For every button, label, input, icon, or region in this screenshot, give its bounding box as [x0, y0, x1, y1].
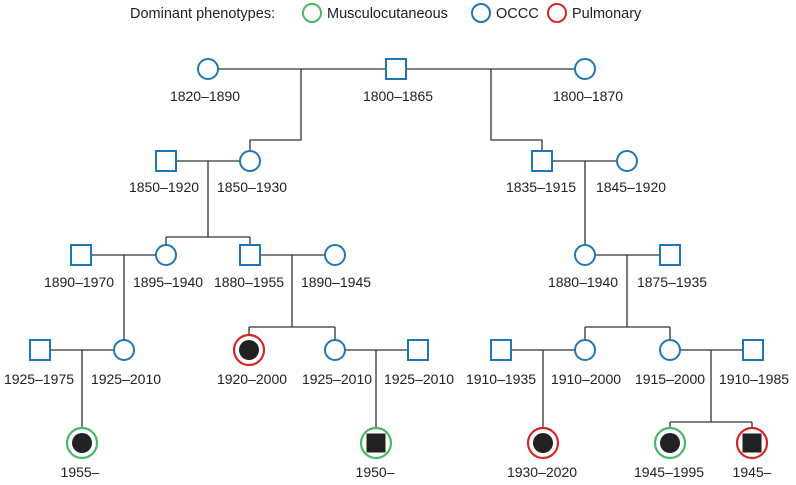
individual-g4b	[113, 339, 135, 361]
legend-label-pulmonary: Pulmonary	[572, 6, 642, 22]
dates-label: 1925–2010	[384, 371, 454, 387]
dates-label: 1930–2020	[507, 464, 577, 480]
dates-label: 1895–1940	[133, 274, 203, 290]
dates-label: 1925–2010	[91, 371, 161, 387]
dates-label: 1850–1930	[217, 179, 287, 195]
female-symbol	[616, 150, 638, 172]
individual-g3d	[324, 244, 346, 266]
individual-g3e	[574, 244, 596, 266]
male-symbol	[659, 244, 681, 266]
dates-label: 1910–1935	[466, 371, 536, 387]
individual-g4g	[574, 339, 596, 361]
legend: Dominant phenotypes: Musculocutaneous OC…	[130, 3, 642, 23]
male-symbol	[490, 339, 512, 361]
dates-label: 1875–1935	[637, 274, 707, 290]
affected-female-symbol	[660, 433, 680, 453]
individual-g1b	[385, 58, 407, 80]
pedigree-individuals	[29, 58, 769, 460]
individual-g3a	[70, 244, 92, 266]
male-symbol	[385, 58, 407, 80]
affected-female-symbol	[533, 433, 553, 453]
legend-title: Dominant phenotypes:	[130, 6, 275, 22]
individual-g2b	[239, 150, 261, 172]
legend-swatch-musculocutaneous	[302, 3, 322, 23]
affected-female-symbol	[72, 433, 92, 453]
dates-label: 1800–1865	[363, 88, 433, 104]
dates-label: 1890–1970	[44, 274, 114, 290]
affected-male-symbol	[742, 433, 762, 453]
dates-label: 1890–1945	[301, 274, 371, 290]
individual-g1a	[197, 58, 219, 80]
female-symbol	[659, 339, 681, 361]
individual-g4d	[324, 339, 346, 361]
legend-swatch-pulmonary	[547, 3, 567, 23]
dates-label: 1880–1955	[214, 274, 284, 290]
female-symbol	[324, 339, 346, 361]
dates-label: 1925–1975	[4, 371, 74, 387]
individual-g2a	[155, 150, 177, 172]
female-symbol	[239, 150, 261, 172]
individual-g2c	[531, 150, 553, 172]
individual-g5d	[653, 426, 687, 460]
dates-label: 1945–	[733, 464, 772, 480]
individual-g5b	[359, 426, 393, 460]
dates-label: 1925–2010	[302, 371, 372, 387]
individual-g1c	[574, 58, 596, 80]
individual-g2d	[616, 150, 638, 172]
male-symbol	[742, 339, 764, 361]
male-symbol	[29, 339, 51, 361]
individual-g4c	[232, 333, 266, 367]
affected-female-symbol	[239, 340, 259, 360]
individual-g5a	[65, 426, 99, 460]
dates-label: 1880–1940	[548, 274, 618, 290]
dates-label: 1820–1890	[170, 88, 240, 104]
dates-label: 1920–2000	[217, 371, 287, 387]
female-symbol	[574, 58, 596, 80]
date-labels: 1820–1890 1800–1865 1800–1870 1850–1920 …	[4, 88, 789, 480]
individual-g3f	[659, 244, 681, 266]
female-symbol	[324, 244, 346, 266]
male-symbol	[407, 339, 429, 361]
dates-label: 1945–1995	[634, 464, 704, 480]
individual-g4e	[407, 339, 429, 361]
dates-label: 1845–1920	[596, 179, 666, 195]
female-symbol	[574, 244, 596, 266]
dates-label: 1915–2000	[635, 371, 705, 387]
dates-label: 1835–1915	[506, 179, 576, 195]
affected-male-symbol	[366, 433, 386, 453]
individual-g4i	[742, 339, 764, 361]
dates-label: 1800–1870	[553, 88, 623, 104]
female-symbol	[113, 339, 135, 361]
individual-g4f	[490, 339, 512, 361]
dates-label: 1850–1920	[129, 179, 199, 195]
male-symbol	[70, 244, 92, 266]
legend-label-occc: OCCC	[496, 6, 539, 22]
female-symbol	[155, 244, 177, 266]
legend-swatch-occc	[471, 3, 491, 23]
dates-label: 1910–2000	[551, 371, 621, 387]
male-symbol	[239, 244, 261, 266]
female-symbol	[197, 58, 219, 80]
individual-g4h	[659, 339, 681, 361]
male-symbol	[531, 150, 553, 172]
legend-label-musculocutaneous: Musculocutaneous	[327, 6, 448, 22]
dates-label: 1955–	[61, 464, 100, 480]
individual-g4a	[29, 339, 51, 361]
dates-label: 1910–1985	[719, 371, 789, 387]
individual-g3b	[155, 244, 177, 266]
pedigree-lines	[51, 68, 753, 430]
female-symbol	[574, 339, 596, 361]
dates-label: 1950–	[356, 464, 395, 480]
individual-g5e	[735, 426, 769, 460]
male-symbol	[155, 150, 177, 172]
individual-g3c	[239, 244, 261, 266]
individual-g5c	[526, 426, 560, 460]
